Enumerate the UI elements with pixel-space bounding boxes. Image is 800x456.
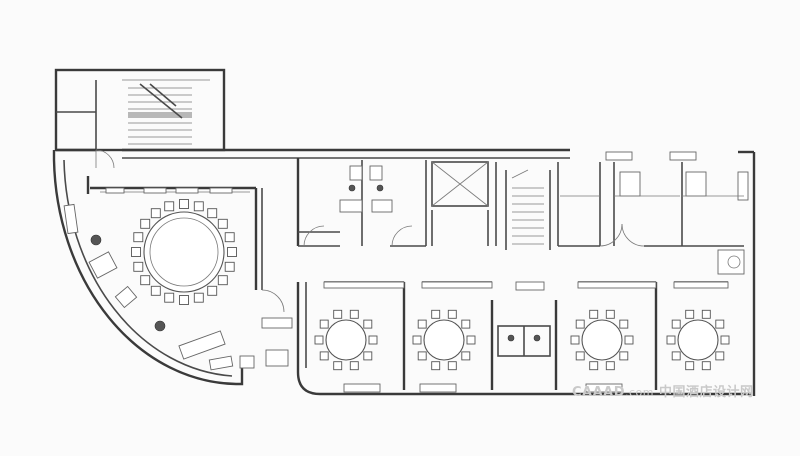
large-round-table-set [131, 199, 237, 305]
chair [224, 232, 235, 243]
chair [685, 309, 695, 319]
dining-tables [314, 309, 730, 371]
chair [417, 319, 427, 329]
round-table [423, 319, 465, 361]
chair [619, 319, 629, 329]
chair [314, 335, 324, 345]
chair [150, 208, 161, 219]
chair [701, 309, 711, 319]
chair [193, 292, 204, 303]
chair [179, 295, 189, 305]
chair [363, 351, 373, 361]
chair [589, 361, 599, 371]
chair [164, 201, 175, 212]
chair [715, 319, 725, 329]
chair [570, 335, 580, 345]
chair [150, 285, 161, 296]
chair [671, 319, 681, 329]
chair [605, 309, 615, 319]
chair [224, 261, 235, 272]
service-stair [505, 169, 551, 250]
caaad-watermark: CAAAD.com 中国酒店设计网 [572, 381, 754, 400]
curved-window-seating [63, 203, 234, 371]
chair [164, 292, 175, 303]
elevator-core [431, 161, 551, 250]
chair [605, 361, 615, 371]
chair [685, 361, 695, 371]
chair [131, 247, 141, 257]
stair-tower [54, 68, 226, 152]
chair [431, 361, 441, 371]
chair [589, 309, 599, 319]
chair [349, 361, 359, 371]
chair [666, 335, 676, 345]
chair [447, 309, 457, 319]
back-of-house-rooms [557, 150, 756, 396]
watermark-brand: CAAAD [572, 385, 626, 400]
chair [217, 218, 228, 229]
chair [227, 247, 237, 257]
private-rooms-row [239, 281, 752, 396]
round-table [677, 319, 719, 361]
chair [715, 351, 725, 361]
chair [319, 319, 329, 329]
watermark-cn: 中国酒店设计网 [659, 385, 754, 400]
chair [417, 351, 427, 361]
stair-steps [128, 83, 192, 145]
restroom-block [296, 158, 427, 247]
round-table [325, 319, 367, 361]
chair [333, 309, 343, 319]
chair [447, 361, 457, 371]
chair [193, 201, 204, 212]
chair [207, 285, 218, 296]
chair [575, 319, 585, 329]
large-private-room [52, 150, 263, 386]
chair [575, 351, 585, 361]
chair [319, 351, 329, 361]
chair [412, 335, 422, 345]
chair [624, 335, 634, 345]
chair [133, 232, 144, 243]
chair [368, 335, 378, 345]
chair [720, 335, 730, 345]
watermark-domain: .com [625, 386, 655, 399]
chair [461, 351, 471, 361]
chair [217, 275, 228, 286]
chair [349, 309, 359, 319]
chair [461, 319, 471, 329]
chair [671, 351, 681, 361]
chair [701, 361, 711, 371]
chair [431, 309, 441, 319]
round-table [581, 319, 623, 361]
chair [140, 275, 151, 286]
chair [179, 199, 189, 209]
chair [619, 351, 629, 361]
chair [333, 361, 343, 371]
chair [207, 208, 218, 219]
wall-cabinets [105, 187, 233, 194]
corridor [56, 148, 570, 169]
chair [466, 335, 476, 345]
chair [133, 261, 144, 272]
chair [140, 218, 151, 229]
chair [363, 319, 373, 329]
